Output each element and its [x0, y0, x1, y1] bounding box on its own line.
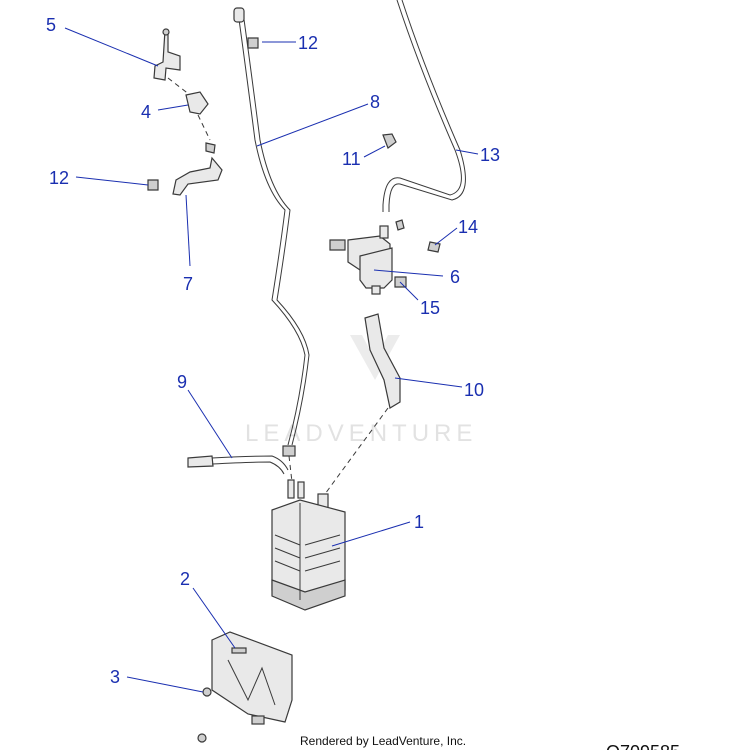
footer-credit: Rendered by LeadVenture, Inc. — [300, 734, 466, 748]
part-6-body — [359, 247, 393, 289]
part-14-fastener — [427, 241, 441, 253]
part-13-hose-edge — [388, 0, 466, 212]
part-2-bracket — [211, 631, 293, 723]
part-11-fastener — [382, 133, 397, 149]
part-1-port-a — [287, 479, 295, 499]
callout-11: 11 — [342, 149, 361, 169]
part-2-cutout — [227, 659, 276, 706]
part-13-hose — [382, 0, 462, 212]
callout-13: 13 — [480, 145, 500, 165]
part-7-hose — [172, 156, 223, 196]
part-9-hose — [211, 455, 289, 471]
callout-15: 15 — [420, 298, 440, 318]
part-1-ribs — [274, 534, 341, 572]
part-1-canister — [271, 479, 346, 611]
part-8-tube-edge — [242, 11, 310, 446]
part-5-bracket — [153, 29, 181, 81]
callout-5: 5 — [46, 15, 56, 35]
callout-9: 9 — [177, 372, 187, 392]
part-10-hose — [364, 313, 401, 409]
part-6-inlet — [379, 225, 389, 239]
callout-14: 14 — [458, 217, 478, 237]
part-3-bolt-lower — [197, 733, 207, 743]
callout-3: 3 — [110, 667, 120, 687]
dash-line-8-1 — [288, 455, 293, 483]
part-9-hose-edge — [211, 461, 285, 475]
leader-lines — [64, 27, 479, 693]
part-6-port — [371, 285, 381, 295]
watermark: LEADVENTURE — [245, 335, 477, 447]
part-3-nut — [251, 715, 265, 725]
watermark-logo-icon — [350, 335, 400, 380]
callout-8: 8 — [370, 92, 380, 112]
part-4-clamp — [205, 142, 216, 154]
part-9-connector — [282, 445, 296, 457]
diagram-code: Q709585 — [606, 742, 680, 750]
part-1-base — [271, 579, 346, 611]
callout-10: 10 — [464, 380, 484, 400]
part-5-bolt — [162, 28, 170, 36]
part-3-bolt — [202, 687, 212, 697]
dash-line-5-4 — [167, 77, 191, 96]
callout-4: 4 — [141, 102, 151, 122]
part-12-clip-top — [247, 37, 259, 49]
watermark-text: LEADVENTURE — [245, 420, 477, 447]
callout-12-left: 12 — [49, 168, 69, 188]
part-8-tube — [237, 11, 306, 446]
part-1-port-b — [297, 481, 305, 499]
callout-6: 6 — [450, 267, 460, 287]
part-9-end — [187, 455, 214, 468]
callout-2: 2 — [180, 569, 190, 589]
part-4-valve — [185, 91, 209, 115]
callout-12-top: 12 — [298, 33, 318, 53]
part-6-filter — [329, 225, 393, 295]
callout-7: 7 — [183, 274, 193, 294]
part-12-clip-left — [147, 179, 159, 191]
part-2-slot — [231, 647, 247, 654]
dash-line-4-7 — [197, 114, 211, 141]
part-8-end-fitting — [233, 7, 245, 23]
part-6-mount-tab — [329, 239, 346, 251]
part-14-nut — [395, 219, 405, 231]
callout-1: 1 — [414, 512, 424, 532]
